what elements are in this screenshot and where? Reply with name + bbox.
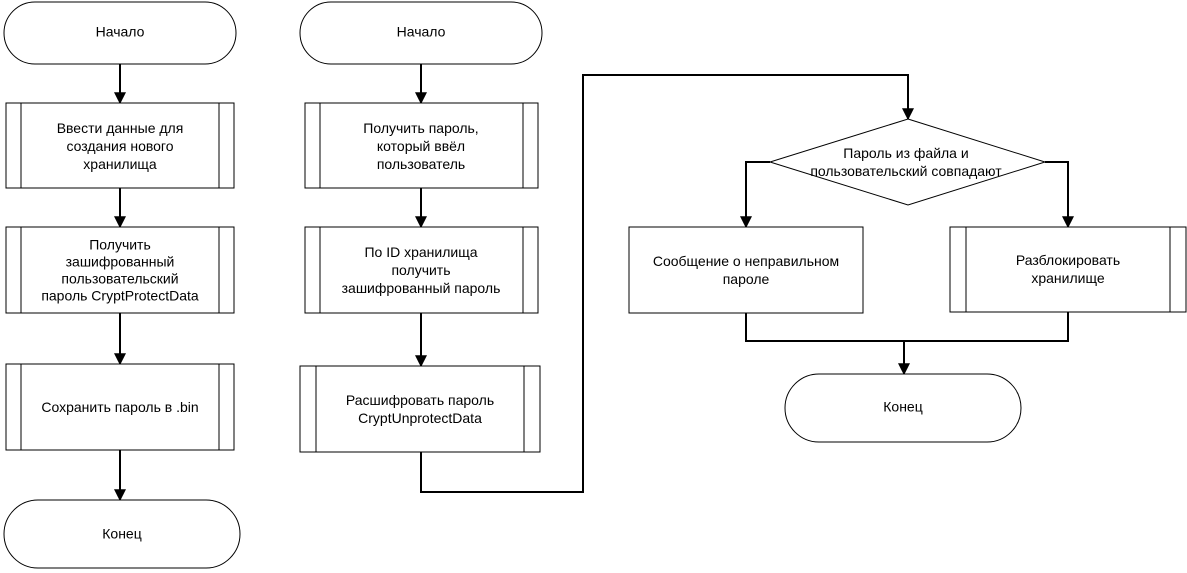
left-start-terminator: Начало — [3, 1, 237, 65]
left-step3-process: Сохранить пароль в .bin — [5, 363, 235, 451]
right-step2-label: По ID хранилища получить зашифрованный пар… — [342, 244, 501, 296]
connector-merge — [745, 312, 1069, 342]
text-line: хранилище — [1031, 270, 1104, 286]
right-start-terminator: Начало — [299, 1, 543, 65]
text-line: Ввести данные для — [57, 120, 184, 136]
unlock-process: Разблокировать хранилище — [949, 226, 1187, 313]
text-line: Пароль из файла и — [843, 145, 968, 161]
text-line: пользователь — [377, 156, 465, 172]
decision-label: Пароль из файла и пользовательский совпад… — [810, 145, 1002, 179]
left-step3-label: Сохранить пароль в .bin — [41, 399, 198, 415]
text-line: создания нового — [66, 138, 173, 154]
text-line: пароль CryptProtectData — [41, 288, 199, 304]
text-line: пользовательский — [61, 271, 178, 287]
text-line: который ввёл — [377, 138, 465, 154]
right-step2-process: По ID хранилища получить зашифрованный пар… — [304, 226, 539, 314]
decision-diamond: Пароль из файла и пользовательский совпад… — [768, 118, 1047, 206]
text-line: CryptUnprotectData — [358, 410, 482, 426]
fail-message-label: Сообщение о неправильном пароле — [653, 253, 839, 287]
unlock-label: Разблокировать хранилище — [1016, 252, 1120, 286]
right-end-terminator: Конец — [784, 373, 1022, 443]
right-step1-process: Получить пароль, который ввёл пользователь — [304, 102, 539, 189]
right-end-label: Конец — [883, 399, 922, 415]
text-line: Получить пароль, — [363, 120, 478, 136]
text-line: хранилища — [83, 156, 157, 172]
text-line: Сообщение о неправильном — [653, 253, 839, 269]
text-line: пользовательский совпадают — [810, 163, 1002, 179]
connector-right-4 — [420, 74, 914, 493]
connector-decision-no — [740, 161, 770, 229]
text-line: пароле — [723, 271, 770, 287]
left-step1-label: Ввести данные для создания нового хранилищ… — [57, 120, 184, 172]
left-end-label: Конец — [102, 526, 141, 542]
text-line: Получить — [89, 237, 151, 253]
left-step1-process: Ввести данные для создания нового хранилищ… — [5, 102, 235, 189]
text-line: получить — [391, 262, 450, 278]
fail-message-box: Сообщение о неправильном пароле — [628, 226, 864, 314]
text-line: Разблокировать — [1016, 252, 1120, 268]
connector-decision-yes — [1045, 161, 1074, 229]
text-line: По ID хранилища — [364, 244, 477, 260]
left-start-label: Начало — [96, 24, 145, 40]
text-line: Сохранить пароль в .bin — [41, 399, 198, 415]
text-line: зашифрованный пароль — [342, 280, 501, 296]
right-step1-label: Получить пароль, который ввёл пользователь — [363, 120, 478, 172]
right-start-label: Начало — [397, 24, 446, 40]
left-end-terminator: Конец — [3, 499, 241, 569]
text-line: зашифрованный — [66, 254, 175, 270]
text-line: Расшифровать пароль — [346, 392, 494, 408]
